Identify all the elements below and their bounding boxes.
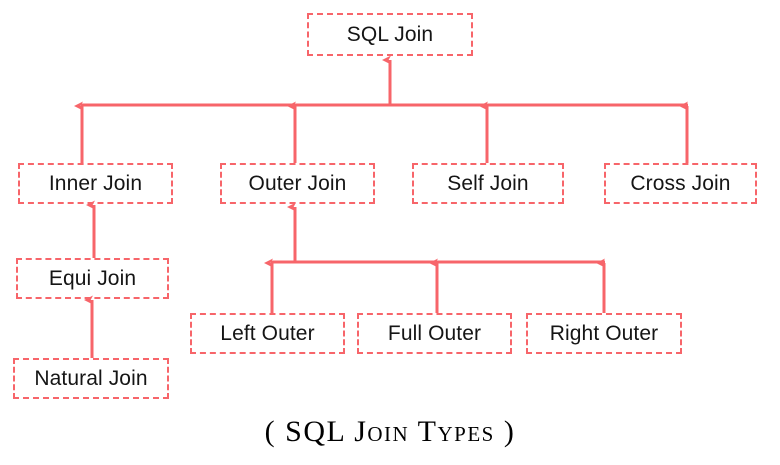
node-outer-join-label: Outer Join bbox=[248, 171, 347, 195]
node-equi-join-label: Equi Join bbox=[48, 266, 137, 290]
node-right-outer-label: Right Outer bbox=[549, 321, 659, 345]
node-sql-join[interactable]: SQL Join bbox=[307, 13, 473, 56]
node-outer-join[interactable]: Outer Join bbox=[220, 163, 375, 204]
node-right-outer[interactable]: Right Outer bbox=[526, 313, 682, 354]
node-self-join[interactable]: Self Join bbox=[412, 163, 564, 204]
node-natural-join-label: Natural Join bbox=[34, 366, 148, 390]
node-sql-join-label: SQL Join bbox=[346, 22, 434, 46]
node-full-outer[interactable]: Full Outer bbox=[357, 313, 512, 354]
node-natural-join[interactable]: Natural Join bbox=[13, 358, 169, 399]
node-inner-join[interactable]: Inner Join bbox=[18, 163, 173, 204]
node-left-outer-label: Left Outer bbox=[220, 321, 315, 345]
node-self-join-label: Self Join bbox=[447, 171, 529, 195]
node-equi-join[interactable]: Equi Join bbox=[16, 258, 169, 299]
node-cross-join[interactable]: Cross Join bbox=[604, 163, 757, 204]
diagram-caption: ( SQL Join Types ) bbox=[264, 415, 516, 448]
node-left-outer[interactable]: Left Outer bbox=[190, 313, 345, 354]
node-cross-join-label: Cross Join bbox=[630, 171, 731, 195]
node-full-outer-label: Full Outer bbox=[387, 321, 482, 345]
node-inner-join-label: Inner Join bbox=[48, 171, 143, 195]
